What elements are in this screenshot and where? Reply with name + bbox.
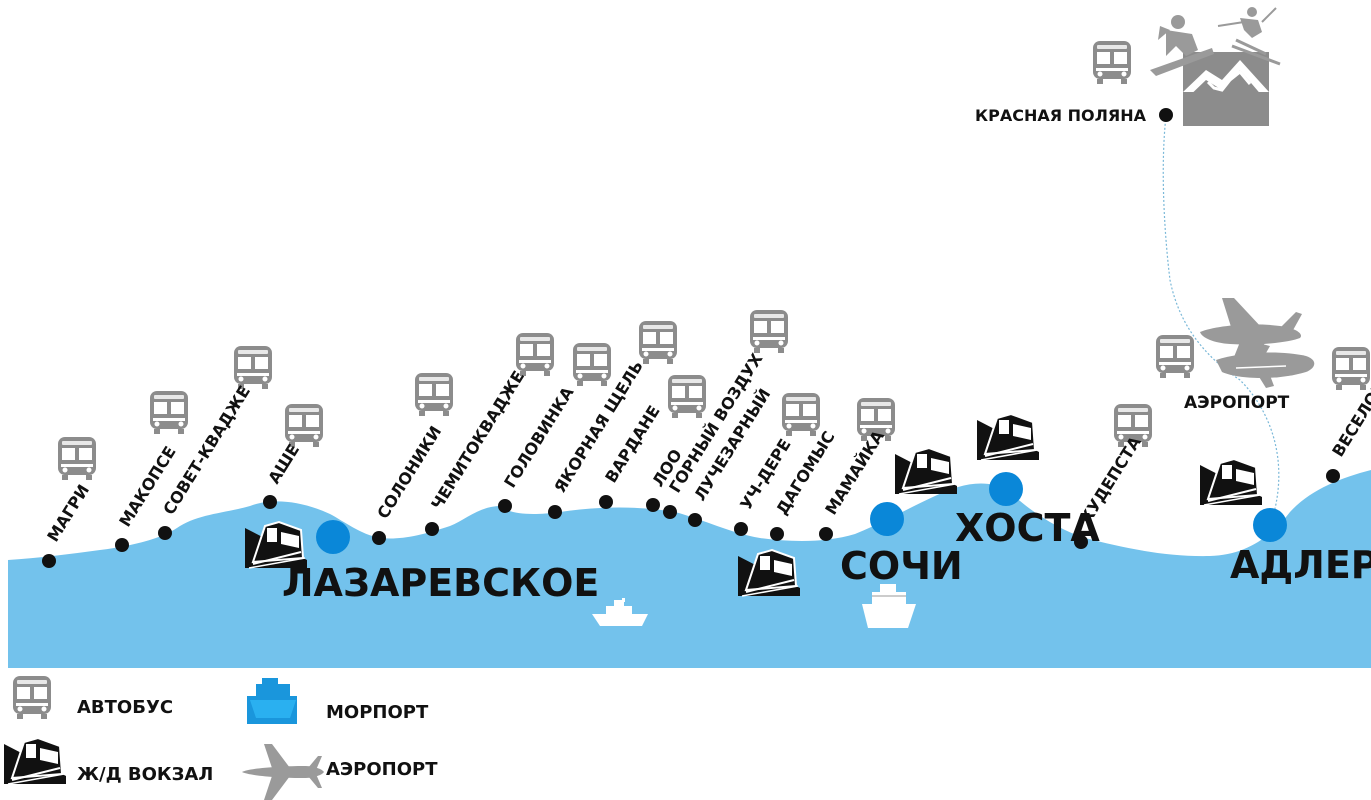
airport-plane-icon xyxy=(1200,298,1315,388)
bus-icon xyxy=(750,310,788,353)
bus-icon xyxy=(13,676,51,719)
city-label: ХОСТА xyxy=(955,506,1100,550)
station-dots xyxy=(42,108,1340,568)
legend-label: АЭРОПОРТ xyxy=(326,759,438,780)
legend-label: МОРПОРТ xyxy=(326,702,429,723)
bus-icon xyxy=(1332,347,1370,390)
train-icon xyxy=(1199,458,1263,506)
bus-icon xyxy=(1156,335,1194,378)
city-label: АДЛЕР xyxy=(1230,543,1371,587)
skier-icon xyxy=(1217,7,1281,66)
bus-icon xyxy=(285,404,323,447)
bus-icon xyxy=(573,343,611,386)
legend-label: АВТОБУС xyxy=(77,697,173,718)
bus-icon xyxy=(782,393,820,436)
port-icon xyxy=(247,678,297,724)
station-label: МАГРИ xyxy=(43,481,93,545)
mountain-label: КРАСНАЯ ПОЛЯНА xyxy=(975,106,1147,125)
bus-icon xyxy=(150,391,188,434)
station-label: ВЕСЕЛОЕ xyxy=(1328,379,1371,460)
port-icon xyxy=(862,584,916,632)
city-dots xyxy=(316,472,1287,554)
bus-icon xyxy=(1093,41,1131,84)
airport-label: АЭРОПОРТ xyxy=(1184,393,1290,413)
bus-icon xyxy=(415,373,453,416)
station-label: АШЕ xyxy=(264,441,303,488)
train-icon xyxy=(3,737,67,785)
bus-icon xyxy=(668,375,706,418)
train-icon xyxy=(976,413,1040,461)
bus-icon xyxy=(58,437,96,480)
legend-label: Ж/Д ВОКЗАЛ xyxy=(77,764,213,785)
plane-icon xyxy=(242,744,324,800)
mountain-icons xyxy=(1150,7,1281,126)
station-label: МАКОПСЕ xyxy=(115,443,179,530)
mountain-road xyxy=(1162,115,1280,521)
legend: АВТОБУС МОРПОРТ Ж/Д ВОКЗАЛ АЭРОПОРТ xyxy=(3,676,438,800)
sea xyxy=(8,470,1371,668)
bus-icon xyxy=(234,346,272,389)
city-label: ЛАЗАРЕВСКОЕ xyxy=(282,561,599,605)
city-label: СОЧИ xyxy=(840,544,963,588)
snowboarder-icon xyxy=(1150,15,1214,76)
bus-icon xyxy=(639,321,677,364)
bus-icon xyxy=(516,333,554,376)
train-icon xyxy=(894,447,958,495)
